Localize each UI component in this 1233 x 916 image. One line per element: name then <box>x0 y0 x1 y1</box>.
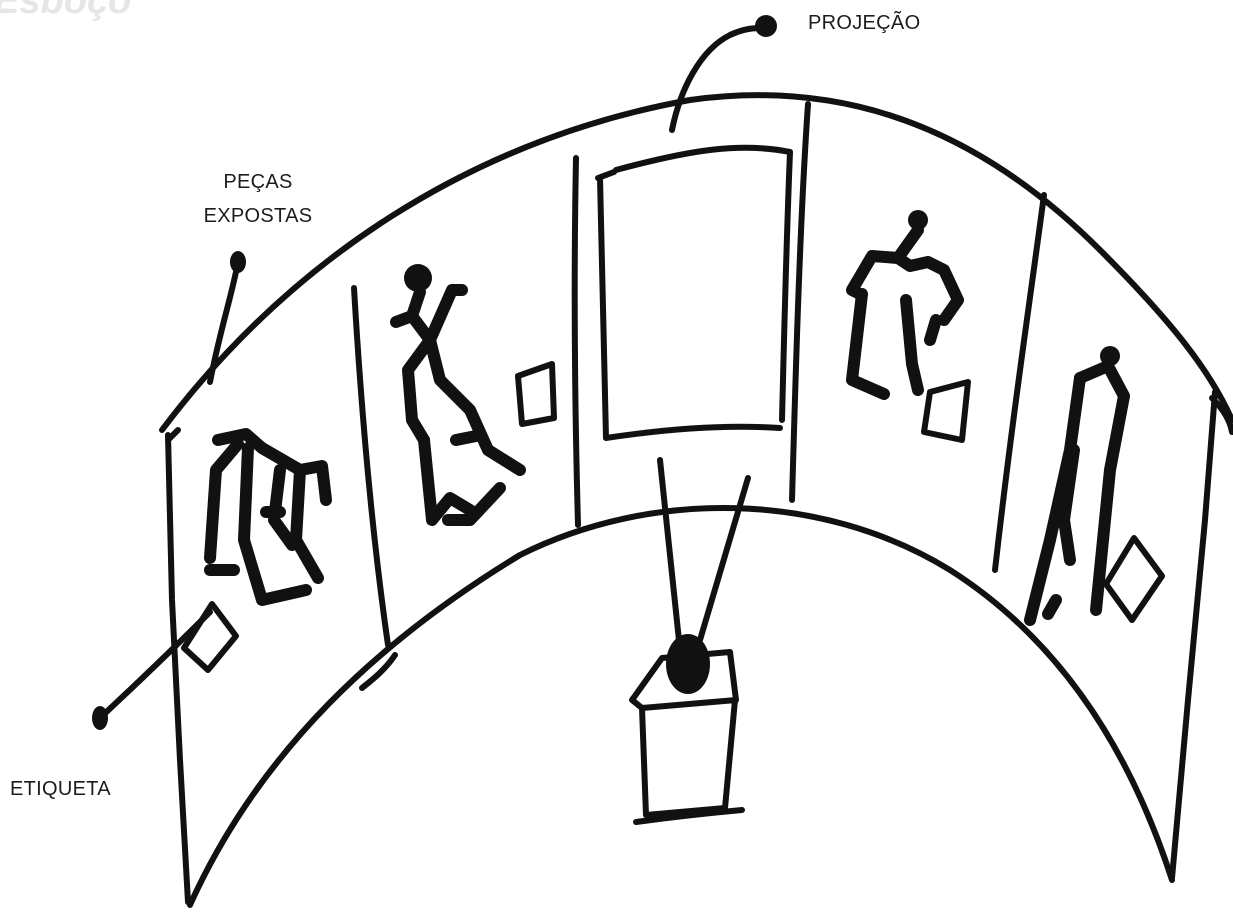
etiqueta-card-4 <box>924 382 968 440</box>
projector-beam <box>660 460 748 650</box>
label-projecao: PROJEÇÃO <box>808 6 920 40</box>
label-pecas-line2: EXPOSTAS <box>192 199 324 233</box>
label-pecas-expostas: PEÇAS EXPOSTAS <box>192 165 324 233</box>
etiqueta-card-2 <box>518 364 554 424</box>
wall-right-edge <box>1172 392 1215 878</box>
label-pecas-line1: PEÇAS <box>192 165 324 199</box>
label-etiqueta: ETIQUETA <box>10 772 111 806</box>
garment-coat-figure <box>210 434 326 600</box>
panel-divider-3 <box>792 104 808 500</box>
garment-shirt-figure <box>852 210 958 394</box>
panel-divider-4 <box>995 195 1044 570</box>
projecao-leader <box>672 28 764 130</box>
wall-top-arc <box>162 95 1232 430</box>
pecas-leader <box>210 262 238 382</box>
projection-screen <box>600 148 790 438</box>
garment-dress-figure <box>396 264 520 520</box>
panel-divider-2 <box>575 158 578 525</box>
wall-left-edge <box>168 435 188 902</box>
panel-divider-1 <box>354 288 388 645</box>
etiqueta-card-5 <box>1106 538 1162 620</box>
